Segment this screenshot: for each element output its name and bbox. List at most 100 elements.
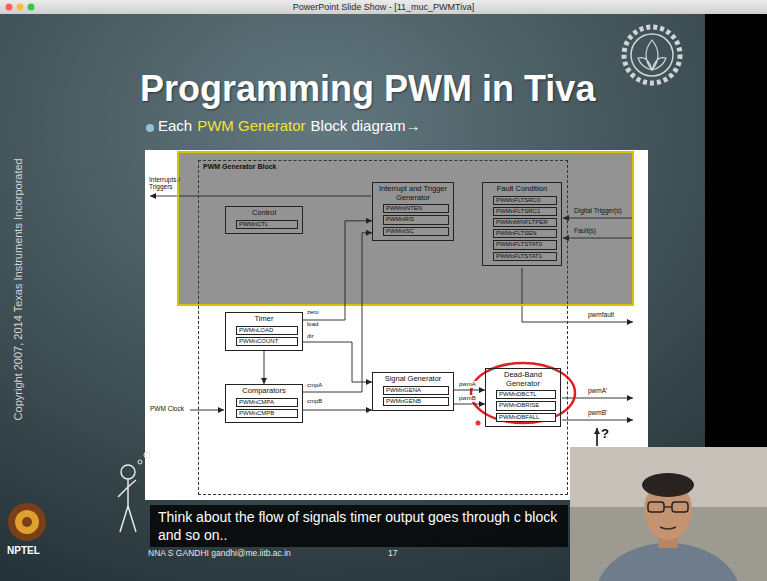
- presenter-shirt: [596, 543, 740, 581]
- signal-name: Interrupts / Triggers: [149, 176, 193, 191]
- register-box: PWMnFLTSRC0: [493, 196, 557, 205]
- signal-connector: [454, 404, 485, 405]
- page-number: 17: [388, 549, 397, 559]
- question-mark: ?: [601, 427, 609, 442]
- presenter-hair: [642, 473, 694, 497]
- signal-name: dir: [306, 333, 315, 340]
- register-box: PWMnMINFLTPER: [493, 218, 557, 227]
- block-title: Signal Generator: [377, 375, 449, 384]
- window-button: [28, 4, 35, 11]
- bullet-text: Block diagram→: [311, 117, 421, 134]
- register-name: PWMnCMPA: [239, 399, 295, 406]
- institute-logo: [624, 27, 680, 83]
- register-box: PWMnLOAD: [236, 326, 298, 335]
- signal-name: PWM Clock: [150, 405, 184, 412]
- register-box: PWMnCMPA: [236, 398, 298, 407]
- register-box: PWMnGENA: [383, 386, 449, 395]
- function-block: Fault ConditionPWMnFLTSRC0PWMnFLTSRC1PWM…: [482, 182, 562, 266]
- signal-name: Fault(s): [574, 227, 596, 234]
- register-name: PWMnGENB: [386, 398, 446, 405]
- annotation-circle: [471, 363, 575, 423]
- window-button: [17, 4, 24, 11]
- signal-connector: [303, 233, 372, 392]
- block-title: Comparators: [230, 387, 298, 396]
- register-box: PWMnISC: [383, 227, 449, 236]
- window-bar: [0, 0, 767, 14]
- window-button: [6, 4, 13, 11]
- register-box: PWMnDBCTL: [496, 390, 556, 399]
- nptel-logo: [8, 503, 46, 541]
- register-box: PWMnCTL: [236, 220, 298, 229]
- function-block: TimerPWMnLOADPWMnCOUNT: [225, 312, 303, 351]
- signal-wire: [562, 398, 633, 399]
- signal-name: load: [306, 321, 319, 328]
- nptel-logo: [22, 517, 32, 527]
- register-name: PWMnDBRISE: [499, 402, 553, 409]
- presenter-features: [660, 507, 676, 529]
- stick-figure: [121, 465, 135, 479]
- register-box: PWMnFLTSEN: [493, 229, 557, 238]
- register-box: PWMnDBRISE: [496, 401, 556, 410]
- laser-dot: [476, 421, 481, 426]
- signal-name: zero: [306, 309, 320, 316]
- signal-connector: [303, 410, 372, 411]
- register-box: PWMnFLTSTAT0: [493, 240, 557, 249]
- function-block: Signal GeneratorPWMnGENA PWMnGENB: [372, 372, 454, 411]
- register-box: PWMnDBFALL: [496, 413, 556, 422]
- signal-wire: [562, 420, 633, 421]
- signal-name: Digital Trigger(s): [574, 207, 622, 214]
- block-title: Interrupt and Trigger Generator: [377, 185, 449, 202]
- slide-title: Programming PWM in Tiva: [140, 68, 595, 110]
- register-name: PWMnISC: [386, 228, 446, 235]
- signal-name: pwmA: [458, 381, 477, 388]
- register-name: PWMnDBFALL: [499, 414, 553, 421]
- presenter-glasses: [672, 502, 688, 512]
- register-name: PWMnINTEN: [386, 205, 446, 212]
- register-name: PWMnFLTSTAT0: [496, 241, 554, 248]
- signal-name: pwmA': [588, 387, 607, 394]
- signal-wire: [190, 410, 224, 411]
- signal-connector: [264, 351, 265, 384]
- function-block: ComparatorsPWMnCMPA PWMnCMPB: [225, 384, 303, 423]
- register-name: PWMnCTL: [239, 221, 295, 228]
- bullet-text: Each: [158, 117, 192, 134]
- register-box: PWMnGENB: [383, 397, 449, 406]
- register-name: PWMnRIS: [386, 216, 446, 223]
- thought-bubble: [138, 460, 142, 464]
- register-name: PWMnMINFLTPER: [496, 219, 554, 226]
- signal-connector: [454, 390, 485, 391]
- signal-name: pwmfault: [588, 311, 614, 318]
- block-heading: PWM Generator Block: [203, 163, 563, 171]
- register-box: PWMnFLTSRC1: [493, 207, 557, 216]
- register-name: PWMnFLTSRC0: [496, 197, 554, 204]
- stick-figure: [118, 479, 136, 532]
- block-title: Control: [230, 209, 298, 218]
- register-name: PWMnFLTSTAT1: [496, 253, 554, 260]
- generator-block: PWM Generator BlockControlPWMnCTL Interru…: [198, 160, 568, 495]
- logo-text: NPTEL: [7, 545, 40, 557]
- note-text: Think about the flow of signals timer ou…: [158, 508, 560, 544]
- register-name: PWMnCMPB: [239, 410, 295, 417]
- function-block: Interrupt and Trigger GeneratorPWMnINTEN…: [372, 182, 454, 241]
- register-box: PWMnCMPB: [236, 409, 298, 418]
- signal-name: pwmB: [458, 395, 477, 402]
- register-name: PWMnCOUNT: [239, 338, 295, 345]
- register-name: PWMnGENA: [386, 387, 446, 394]
- register-box: PWMnFLTSTAT1: [493, 252, 557, 261]
- register-box: PWMnCOUNT: [236, 337, 298, 346]
- bullet-row: EachPWM GeneratorBlock diagram→: [158, 117, 421, 134]
- presenter-glasses: [648, 502, 664, 512]
- register-box: PWMnRIS: [383, 215, 449, 224]
- block-title: Dead-Band Generator: [490, 371, 556, 388]
- institute-logo: [631, 34, 673, 76]
- window-title: PowerPoint Slide Show - [11_muc_PWMTiva]: [0, 2, 767, 12]
- signal-name: cmpA: [306, 382, 323, 389]
- register-name: PWMnLOAD: [239, 327, 295, 334]
- function-block: Dead-Band GeneratorPWMnDBCTL PWMnDBRISE PW…: [485, 368, 561, 427]
- nptel-logo: [15, 510, 39, 534]
- copyright-note: Copyright 2007, 2014 Texas Instruments I…: [12, 129, 25, 449]
- register-box: PWMnINTEN: [383, 204, 449, 213]
- institute-logo: [638, 40, 666, 70]
- register-name: PWMnFLTSRC1: [496, 208, 554, 215]
